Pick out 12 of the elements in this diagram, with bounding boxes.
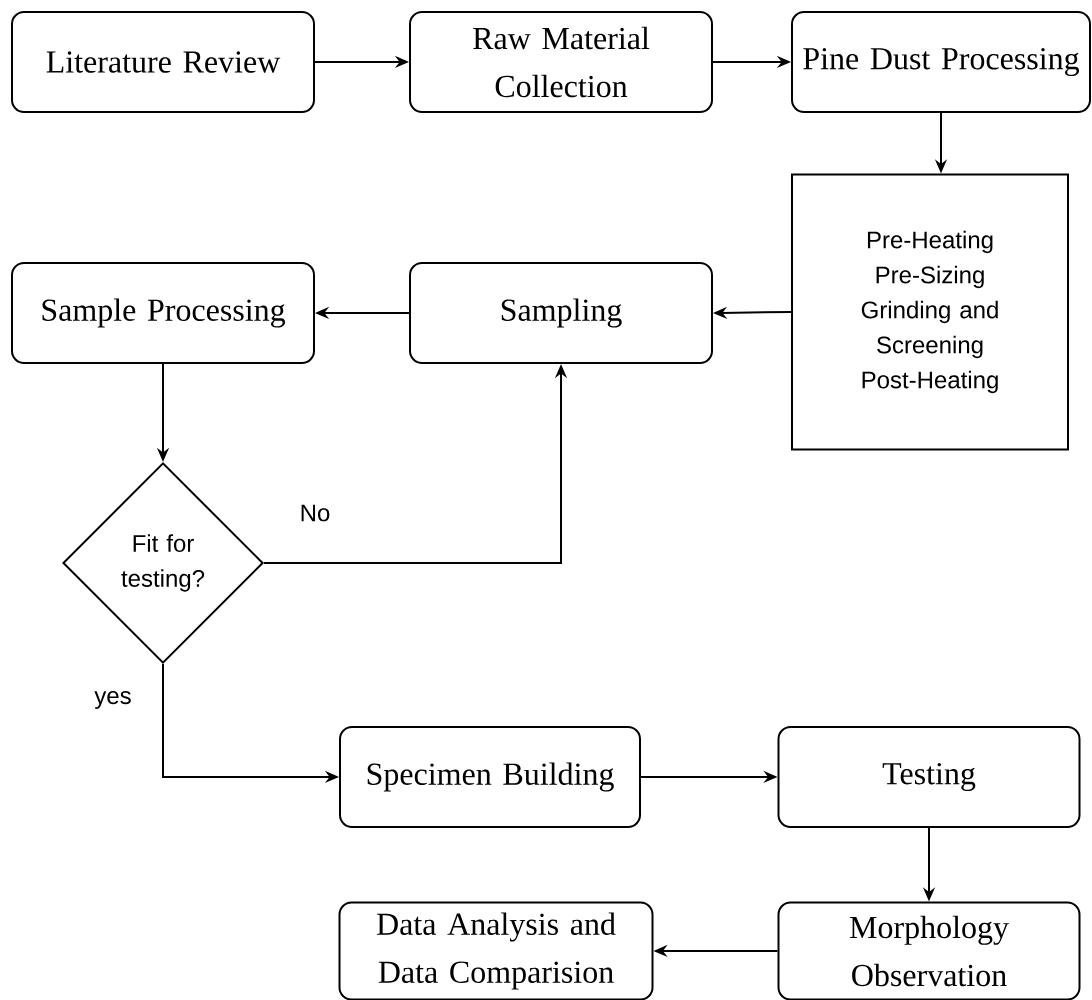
process-box: Sample Processing: [11, 262, 315, 364]
process-box: Pine Dust Processing: [791, 11, 1091, 113]
process-box: Morphology Observation: [777, 901, 1081, 1000]
process-box: Sampling: [409, 262, 713, 364]
process-box: Testing: [777, 726, 1081, 828]
process-box: Pre-Heating Pre-Sizing Grinding and Screening Post-Heating: [791, 173, 1069, 451]
edge-label: No: [297, 502, 333, 524]
edge-label: yes: [92, 689, 134, 711]
process-box: Raw Material Collection: [409, 11, 713, 113]
process-box: Data Analysis and Data Comparision: [338, 901, 654, 1000]
process-box: Specimen Building: [339, 726, 641, 828]
process-box: Literature Review: [11, 11, 315, 113]
